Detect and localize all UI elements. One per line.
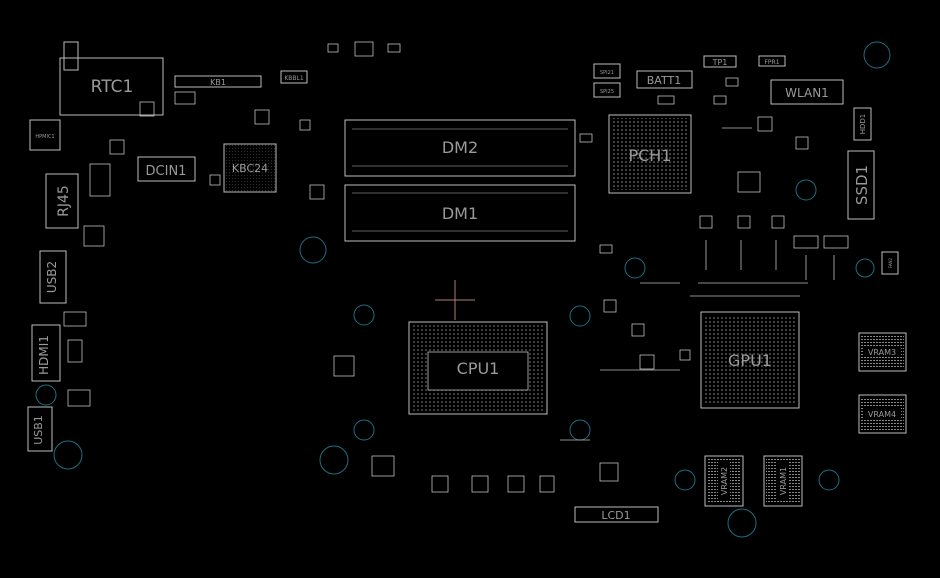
hdmi-label: HDMI1 — [37, 335, 51, 375]
usb1-connector: USB1 — [27, 406, 53, 452]
spi2-label: SPI25 — [600, 89, 614, 95]
kb-connector: KB1 — [174, 75, 262, 88]
dm2-label: DM2 — [442, 138, 478, 157]
rj45-label: RJ45 — [56, 185, 72, 217]
lcd-label: LCD1 — [601, 509, 630, 522]
dcin-label: DCIN1 — [146, 164, 187, 179]
small-components — [63, 41, 849, 493]
usb2-label: USB2 — [45, 261, 59, 293]
hdmi-connector: HDMI1 — [31, 324, 61, 382]
dm1-slot: DM1 — [344, 184, 576, 242]
vram4-chip: VRAM4 — [858, 394, 907, 434]
dm2-slot: DM2 — [344, 119, 576, 177]
pch-label: PCH1 — [628, 146, 671, 165]
pch-chip: PCH1 — [608, 114, 692, 194]
rj45-connector: RJ45 — [45, 173, 79, 229]
wlan-label: WLAN1 — [785, 86, 829, 100]
vram1-chip: VRAM1 — [763, 455, 803, 507]
hdd-connector: HDD1 — [853, 107, 872, 141]
spi-chips: SPI21 SPI25 — [593, 63, 621, 98]
kbbl-label: KBBL1 — [284, 75, 304, 82]
fpr-connector: FPR1 — [758, 55, 786, 67]
fan-label: FAN2 — [888, 257, 893, 268]
gpu-label: GPU1 — [728, 351, 772, 370]
mounting-holes — [35, 41, 891, 538]
cpu-label: CPU1 — [457, 359, 500, 378]
batt-label: BATT1 — [647, 74, 681, 87]
usb2-connector: USB2 — [39, 250, 67, 304]
rtc-component: RTC1 — [59, 41, 164, 116]
cpu-chip: CPU1 — [408, 321, 548, 415]
vram1-label: VRAM1 — [779, 467, 788, 495]
rtc-label: RTC1 — [91, 77, 134, 97]
lcd-connector: LCD1 — [574, 506, 659, 523]
vram2-chip: VRAM2 — [704, 455, 744, 507]
usb1-label: USB1 — [32, 415, 45, 445]
hdd-label: HDD1 — [859, 114, 867, 135]
vram3-label: VRAM3 — [868, 348, 896, 357]
ssd-label: SSD1 — [853, 165, 871, 205]
kbc-label: KBC24 — [232, 162, 268, 175]
hpmic-component: HPMIC1 — [29, 119, 61, 151]
dm1-label: DM1 — [442, 204, 478, 223]
kbbl-connector: KBBL1 — [280, 70, 308, 84]
wlan-connector: WLAN1 — [770, 79, 844, 105]
tp-label: TP1 — [712, 58, 728, 67]
traces — [560, 127, 835, 441]
gpu-chip: GPU1 — [700, 311, 800, 409]
dcin-connector: DCIN1 — [137, 156, 196, 182]
ssd-connector: SSD1 — [847, 150, 875, 220]
kb-label: KB1 — [210, 78, 226, 87]
batt-connector: BATT1 — [636, 70, 693, 89]
fan-connector: FAN2 — [881, 251, 899, 275]
vram4-label: VRAM4 — [868, 410, 896, 419]
vram2-label: VRAM2 — [720, 467, 729, 495]
tp-connector: TP1 — [703, 55, 737, 68]
origin-marker — [435, 280, 475, 320]
spi1-label: SPI21 — [600, 70, 614, 76]
vram3-chip: VRAM3 — [858, 332, 907, 372]
kbc-chip: KBC24 — [223, 143, 277, 193]
hpmic-label: HPMIC1 — [35, 134, 54, 140]
fpr-label: FPR1 — [764, 59, 779, 66]
